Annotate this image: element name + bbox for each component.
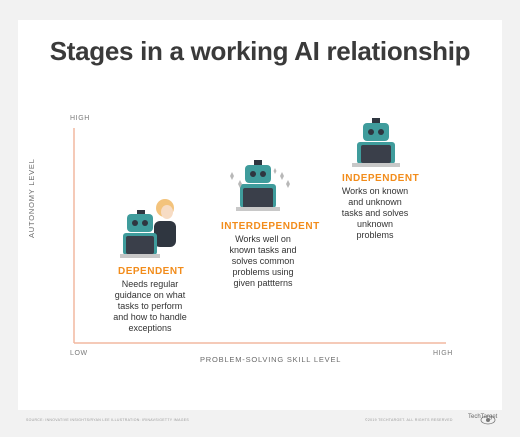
sparkle-icon — [230, 168, 290, 188]
copyright-text: ©2019 TECHTARGET. ALL RIGHTS RESERVED — [365, 418, 453, 422]
source-credit: SOURCE: INNOVATIVE INSIGHTS/RYAN LEE ILL… — [26, 418, 190, 422]
stage-interdependent-description: Works well on known tasks and solves com… — [229, 234, 297, 288]
y-axis-low-label: LOW — [70, 350, 88, 357]
x-axis-title: PROBLEM-SOLVING SKILL LEVEL — [200, 355, 342, 364]
stage-independent-description: Works on known and unknown tasks and sol… — [341, 186, 409, 240]
y-axis-title: AUTONOMY LEVEL — [27, 158, 36, 238]
page-title: Stages in a working AI relationship — [49, 36, 471, 66]
brand-logo-text: TechTarget — [468, 414, 498, 420]
stage-dependent-description: Needs regular guidance on what tasks to … — [113, 279, 187, 333]
stage-interdependent-name: INTERDEPENDENT — [221, 221, 320, 232]
y-axis-high-label: HIGH — [70, 115, 90, 122]
interdependent-robot-icon — [236, 160, 280, 211]
stage-independent-name: INDEPENDENT — [342, 173, 420, 184]
stage-dependent-name: DEPENDENT — [118, 266, 185, 277]
dependent-robot-icon — [120, 210, 160, 258]
helper-person-icon — [154, 199, 176, 247]
x-axis-high-label: HIGH — [433, 350, 453, 357]
techtarget-eye-icon — [480, 415, 496, 425]
infographic-card — [18, 20, 502, 410]
independent-robot-icon — [352, 118, 400, 167]
